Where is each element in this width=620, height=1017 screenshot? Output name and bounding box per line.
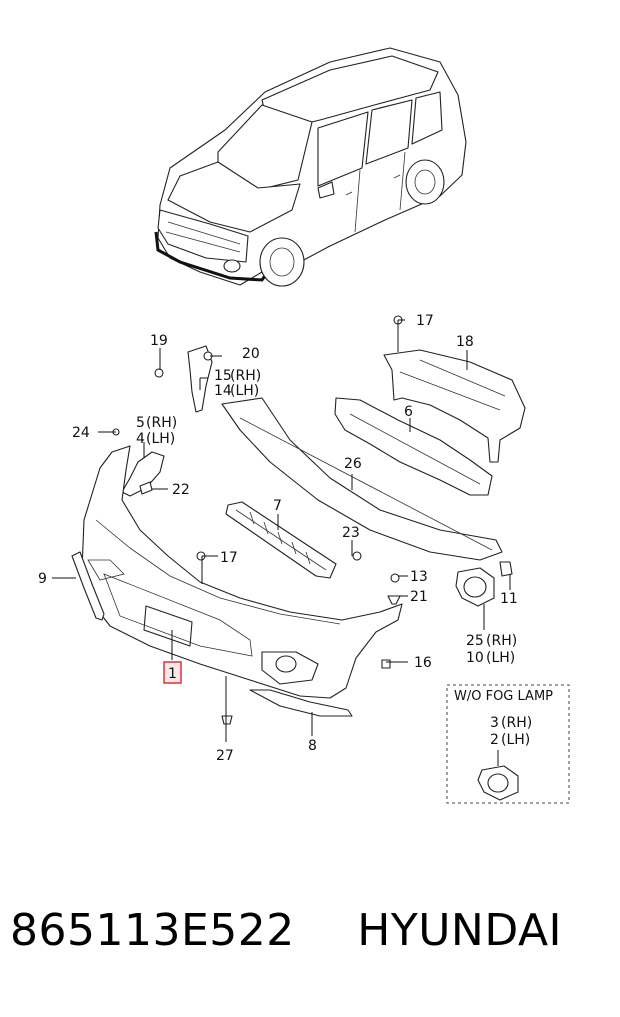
callout-20: 20 xyxy=(242,346,260,362)
part-1-bumper-cover xyxy=(81,445,403,699)
brand-name: HYUNDAI xyxy=(357,905,563,956)
callout-26: 26 xyxy=(344,456,362,472)
leader-lines xyxy=(52,319,511,742)
part-number: 865113E522 xyxy=(10,905,295,956)
part-6-absorber xyxy=(334,397,493,496)
callout-2: 2 xyxy=(490,732,499,748)
callout-15-rh: (RH) xyxy=(230,368,261,384)
callout-11: 11 xyxy=(500,591,518,607)
part-9-strip xyxy=(71,551,105,621)
callout-3-rh: (RH) xyxy=(501,715,532,731)
part-18-bracket xyxy=(383,349,526,463)
part-7-grille xyxy=(225,501,337,579)
callout-9: 9 xyxy=(38,571,47,587)
callout-17-mid: 17 xyxy=(220,550,238,566)
callout-14-lh: (LH) xyxy=(230,383,259,399)
callout-14: 14 xyxy=(214,383,232,399)
callout-16: 16 xyxy=(414,655,432,671)
callout-25: 25 xyxy=(466,633,484,649)
highlight-box xyxy=(163,661,182,684)
callout-2-lh: (LH) xyxy=(501,732,530,748)
callout-3: 3 xyxy=(490,715,499,731)
callout-22: 22 xyxy=(172,482,190,498)
callout-4-lh: (LH) xyxy=(146,431,175,447)
part-14-15-bracket xyxy=(154,345,213,413)
part-26-beam xyxy=(221,397,503,561)
callout-4: 4 xyxy=(136,431,145,447)
callout-5-rh: (RH) xyxy=(146,415,177,431)
callout-17-top: 17 xyxy=(416,313,434,329)
callout-27: 27 xyxy=(216,748,234,764)
callout-5: 5 xyxy=(136,415,145,431)
part-footer: 865113E522 HYUNDAI xyxy=(10,905,562,975)
part-8-lip xyxy=(249,689,353,717)
callout-10: 10 xyxy=(466,650,484,666)
fog-lamp-assembly xyxy=(455,561,513,607)
callout-18: 18 xyxy=(456,334,474,350)
callout-13: 13 xyxy=(410,569,428,585)
callout-21: 21 xyxy=(410,589,428,605)
callout-1-highlight: 1 xyxy=(163,661,182,684)
callout-8: 8 xyxy=(308,738,317,754)
callout-23: 23 xyxy=(342,525,360,541)
inset-frame xyxy=(446,684,570,804)
part-4-5-bracket xyxy=(121,451,165,497)
callout-25-rh: (RH) xyxy=(486,633,517,649)
fasteners xyxy=(112,315,403,725)
callout-6: 6 xyxy=(404,404,413,420)
callout-7: 7 xyxy=(273,498,282,514)
inset-without-fog-lamp: W/O FOG LAMP 3 (RH) 2 (LH) xyxy=(446,684,570,804)
callout-24: 24 xyxy=(72,425,90,441)
callout-labels: 17 18 19 20 15 (RH) 14 (LH) 6 5 (RH) 4 (… xyxy=(38,313,518,764)
inset-title: W/O FOG LAMP xyxy=(454,689,553,704)
callout-1: 1 xyxy=(168,666,177,682)
callout-19: 19 xyxy=(150,333,168,349)
vehicle-illustration xyxy=(154,47,467,287)
highlighted-bumper xyxy=(154,231,274,282)
callout-10-lh: (LH) xyxy=(486,650,515,666)
callout-15: 15 xyxy=(214,368,232,384)
